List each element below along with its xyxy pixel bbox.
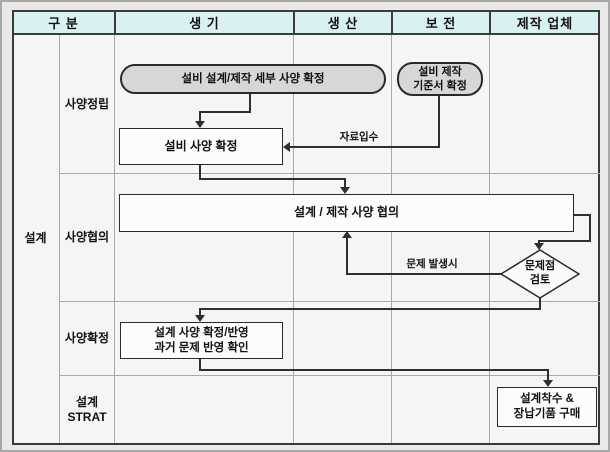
node-mfg-standard-confirm: 설비 제작 기준서 확정: [397, 62, 483, 96]
grid-hline: [59, 375, 600, 376]
connector-segment: [547, 369, 549, 381]
header-cell-maintenance: 보 전: [425, 16, 457, 31]
connector-segment: [539, 297, 541, 310]
node-detail-spec-confirm: 설비 설계/제작 세부 사양 확정: [120, 64, 386, 94]
header-divider: [391, 12, 393, 33]
connector-segment: [199, 308, 541, 310]
connector-segment: [346, 238, 348, 275]
stage-label-spec-establish: 사양정립: [64, 96, 110, 111]
connector-segment: [199, 111, 251, 113]
connector-segment: [199, 111, 201, 122]
arrowhead-down-icon: [195, 121, 205, 128]
grid-hline: [59, 301, 600, 302]
grid-vline: [391, 34, 392, 443]
connector-segment: [249, 94, 251, 113]
edge-label-data-acquisition: 자료입수: [339, 131, 379, 143]
phase-label-design: 설계: [24, 231, 47, 245]
connector-segment: [199, 358, 201, 371]
node-text-line1: 문제점: [524, 260, 556, 273]
connector-segment: [573, 214, 591, 216]
arrowhead-down-icon: [543, 380, 553, 387]
connector-segment: [538, 240, 591, 242]
grid-vline: [59, 34, 60, 443]
connector-segment: [346, 273, 501, 275]
node-design-start-purchase: 설계착수 & 장납기품 구매: [497, 387, 597, 427]
node-design-mfg-spec-consult: 설계 / 제작 사양 협의: [119, 194, 574, 232]
node-text-line2: 과거 문제 반영 확인: [154, 341, 249, 354]
connector-segment: [199, 164, 201, 180]
arrowhead-down-icon: [340, 187, 350, 194]
connector-segment: [199, 178, 346, 180]
node-text-line1: 설비 제작: [418, 65, 462, 78]
header-cell-production: 생 산: [327, 16, 359, 31]
node-text-line2: 기준서 확정: [413, 80, 467, 92]
arrowhead-down-icon: [195, 315, 205, 322]
node-problem-review-text: 문제점 검토: [500, 249, 580, 299]
connector-segment: [199, 369, 549, 371]
node-text-line2: 장납기품 구매: [513, 408, 581, 420]
node-text-line1: 설계착수 &: [520, 393, 574, 406]
connector-segment: [290, 146, 440, 148]
node-problem-review-diamond: 문제점 검토: [499, 249, 581, 299]
header-background: [14, 12, 598, 33]
connector-segment: [538, 240, 540, 245]
stage-label-spec-consult: 사양협의: [64, 230, 110, 244]
grid-hline: [59, 173, 600, 174]
stage-label-design-start: 설계 STRAT: [60, 376, 114, 443]
header-cell-engineering: 생 기: [189, 16, 220, 31]
node-text-line1: 설계 사양 확정/반영: [154, 326, 249, 339]
header-bottom-border: [12, 33, 600, 35]
arrowhead-down-icon: [534, 243, 544, 250]
arrowhead-up-icon: [342, 231, 352, 238]
connector-segment: [589, 214, 591, 242]
diamond-shape-icon: [499, 249, 581, 299]
stage-label-line2: STRAT: [67, 409, 107, 424]
header-divider: [489, 12, 491, 33]
grid-vline: [489, 34, 490, 443]
node-equipment-spec-confirm: 설비 사양 확정: [119, 128, 283, 165]
grid-vline: [114, 34, 115, 443]
connector-segment: [199, 308, 201, 317]
stage-label-line1: 설계: [75, 394, 99, 409]
arrowhead-left-icon: [283, 142, 290, 152]
edge-label-on-problem: 문제 발생시: [406, 258, 458, 270]
header-divider: [293, 12, 295, 33]
grid-vline: [293, 34, 294, 443]
header-cell-category: 구 분: [48, 16, 79, 31]
header-cell-manufacturer: 제작 업체: [516, 16, 574, 31]
connector-segment: [438, 94, 440, 148]
node-text-line2: 검토: [529, 274, 551, 286]
node-design-spec-confirm-reflect: 설계 사양 확정/반영 과거 문제 반영 확인: [120, 322, 283, 359]
connector-segment: [344, 178, 346, 188]
stage-label-spec-confirm: 사양확정: [64, 331, 110, 345]
header-divider: [114, 12, 116, 33]
